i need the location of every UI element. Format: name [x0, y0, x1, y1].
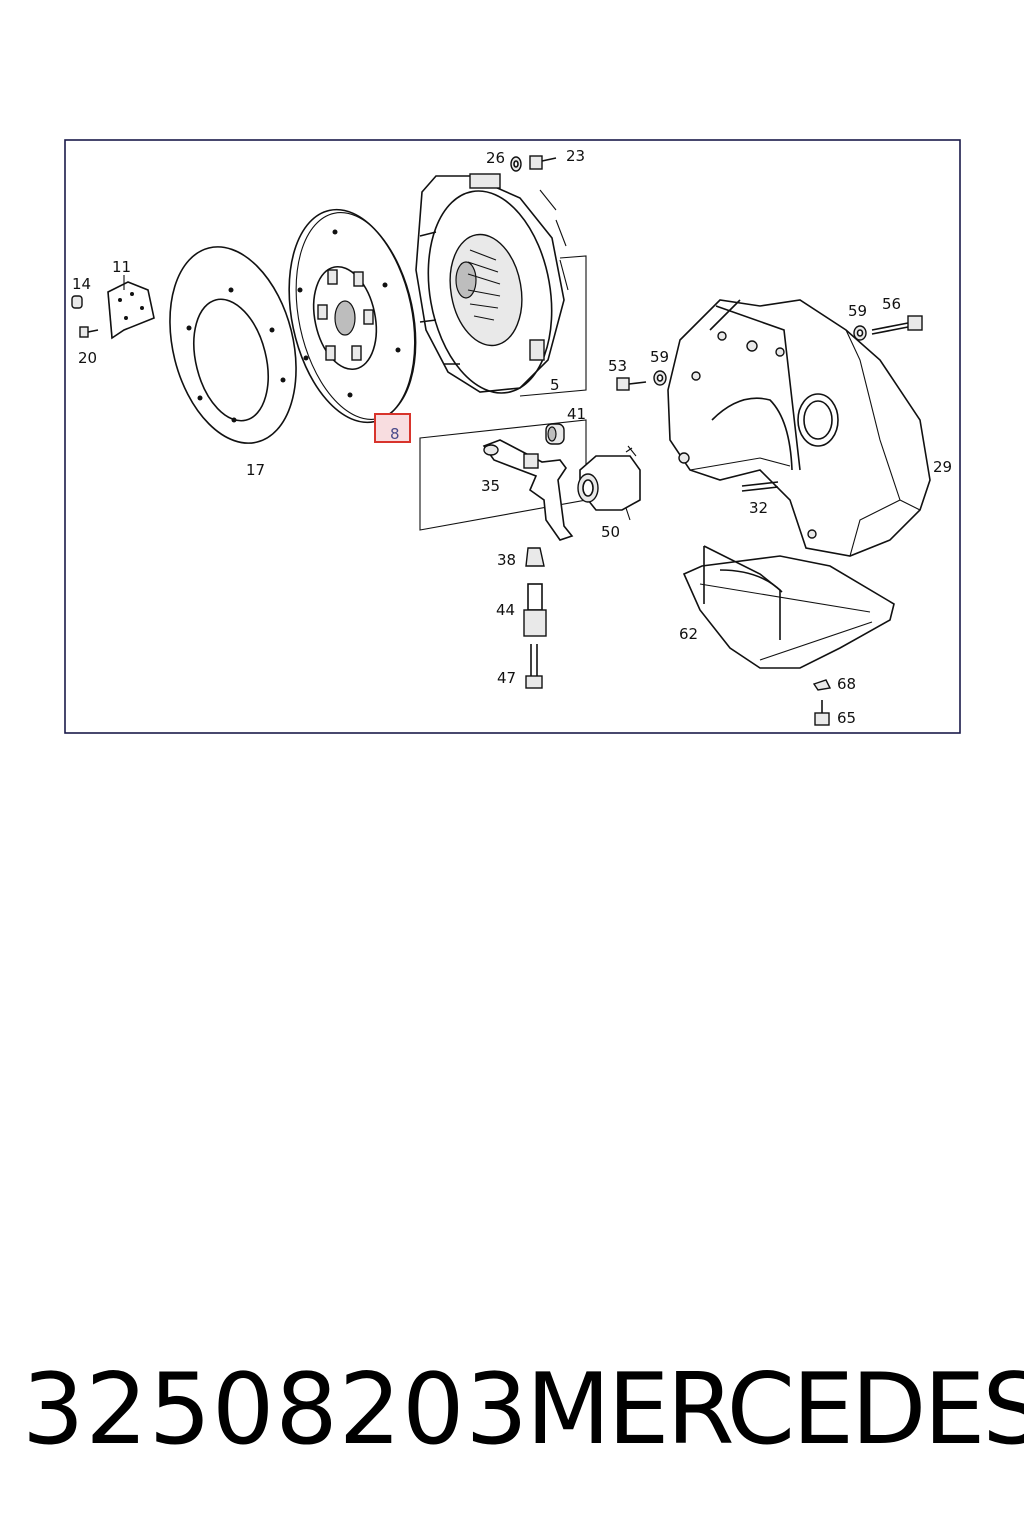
- diagram-frame: [64, 139, 961, 734]
- brand-name: MERCEDES: [526, 1353, 1024, 1467]
- part-50-release-bearing[interactable]: [577, 445, 641, 521]
- callout-47: 47: [497, 669, 516, 687]
- part-23-bolt[interactable]: [529, 155, 557, 170]
- callout-41: 41: [567, 405, 586, 423]
- callout-5: 5: [550, 376, 560, 394]
- part-8-clutch-disc[interactable]: [271, 198, 434, 434]
- part-59-washer-lower[interactable]: [653, 370, 667, 386]
- group-bracket-5: [519, 255, 587, 397]
- callout-68: 68: [837, 675, 856, 693]
- callout-23: 23: [566, 147, 585, 165]
- part-56-bolt[interactable]: [871, 315, 923, 335]
- part-44-pivot-pin[interactable]: [523, 583, 547, 637]
- callout-32: 32: [749, 499, 768, 517]
- part-29-bell-housing[interactable]: [667, 299, 931, 557]
- part-62-cover[interactable]: [682, 545, 895, 669]
- callout-14: 14: [72, 275, 91, 293]
- callout-17: 17: [246, 461, 265, 479]
- callout-59-upper: 59: [848, 302, 867, 320]
- callout-11: 11: [112, 258, 131, 276]
- part-41-bushing[interactable]: [545, 423, 565, 445]
- part-68-clip[interactable]: [812, 679, 832, 691]
- part-26-washer[interactable]: [510, 156, 522, 172]
- callout-53: 53: [608, 357, 627, 375]
- part-17-drive-plate[interactable]: [151, 233, 316, 456]
- part-32-stud[interactable]: [741, 481, 779, 492]
- callout-8: 8: [390, 425, 400, 443]
- exploded-parts-diagram: 26 23 11 14 20 17 8 5 41 53 59 59 56 35 …: [0, 0, 1024, 760]
- callout-50: 50: [601, 523, 620, 541]
- part-38-bump-stop[interactable]: [525, 547, 545, 567]
- part-11-bracket[interactable]: [107, 281, 155, 340]
- highlight-box-part-8[interactable]: [374, 413, 411, 443]
- part-14-plug[interactable]: [71, 295, 83, 309]
- part-53-bolt[interactable]: [616, 377, 647, 391]
- callout-38: 38: [497, 551, 516, 569]
- callout-35: 35: [481, 477, 500, 495]
- part-65-bolt[interactable]: [814, 700, 830, 726]
- callout-20: 20: [78, 349, 97, 367]
- callout-29: 29: [933, 458, 952, 476]
- part-5-pressure-plate[interactable]: [413, 173, 569, 403]
- part-number: 32508203: [22, 1353, 529, 1467]
- part-59-washer-upper[interactable]: [853, 325, 867, 341]
- part-20-screw[interactable]: [79, 326, 99, 338]
- part-47-bolt[interactable]: [525, 644, 543, 689]
- part-35-release-fork[interactable]: [482, 439, 574, 541]
- callout-26: 26: [486, 149, 505, 167]
- callout-56: 56: [882, 295, 901, 313]
- callout-62: 62: [679, 625, 698, 643]
- callout-44: 44: [496, 601, 515, 619]
- callout-65: 65: [837, 709, 856, 727]
- callout-59-lower: 59: [650, 348, 669, 366]
